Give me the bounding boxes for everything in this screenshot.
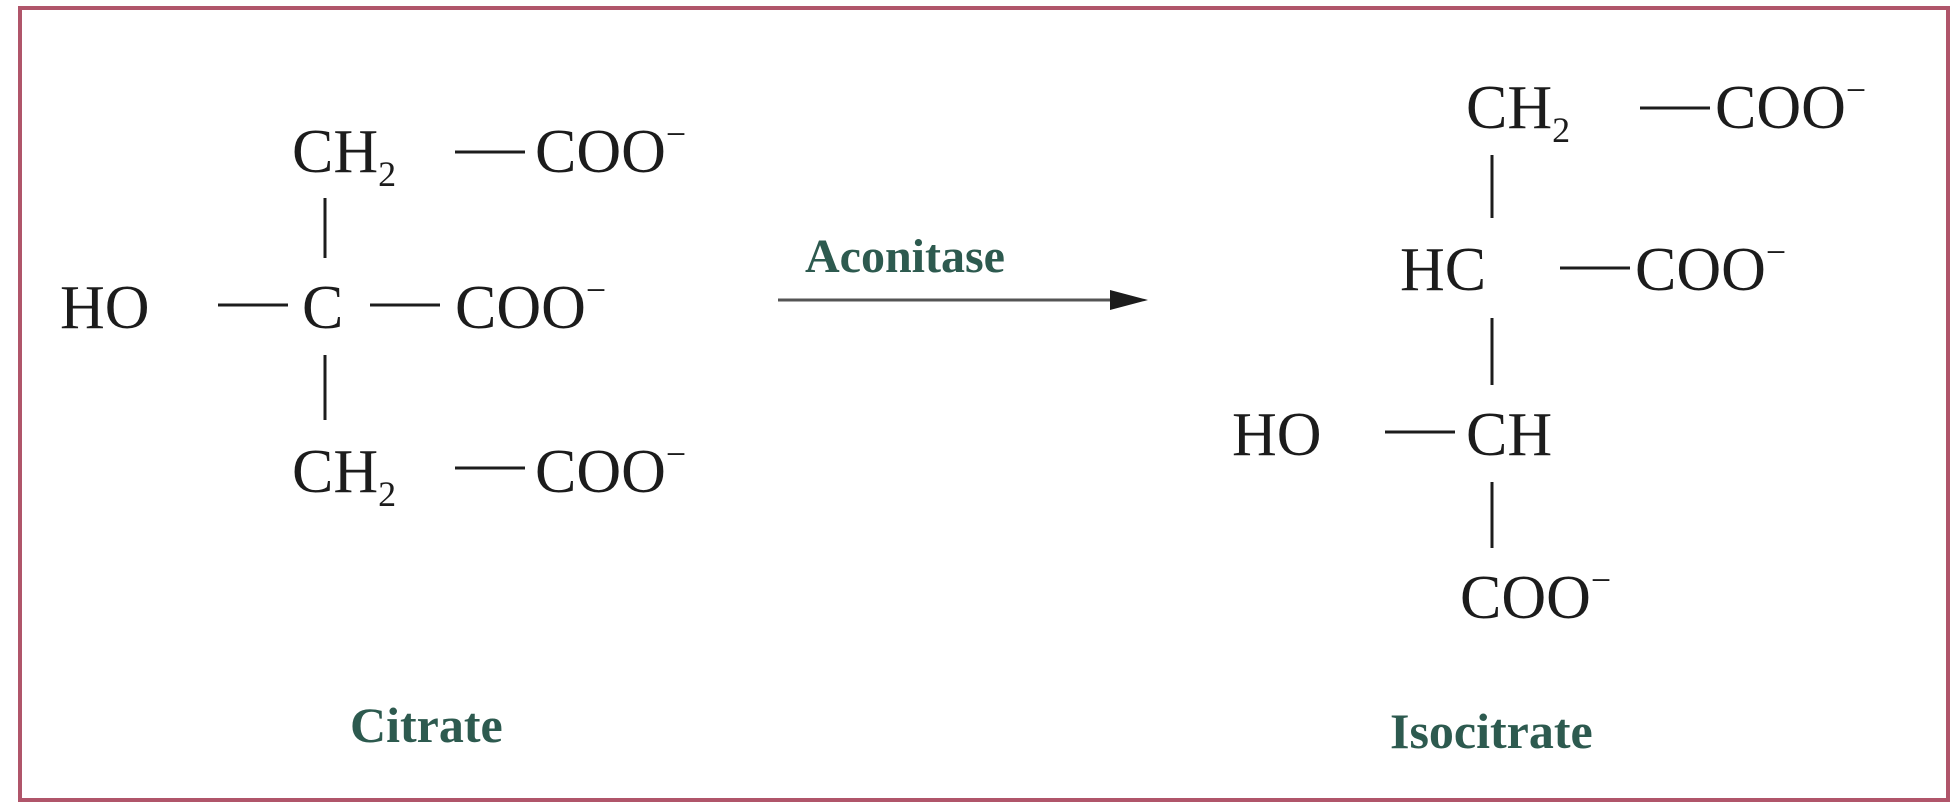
reaction-arrow: Aconitase <box>778 230 1148 310</box>
isocitrate-hc: HC <box>1400 236 1486 304</box>
isocitrate-second-coo: COO− <box>1635 232 1786 304</box>
isocitrate-ho: HO <box>1232 401 1322 469</box>
citrate-top-coo: COO− <box>535 114 686 186</box>
citrate-middle-ho: HO <box>60 274 150 342</box>
citrate-top-ch2: CH2 <box>292 118 396 194</box>
citrate-bottom-ch2: CH2 <box>292 438 396 514</box>
isocitrate-ch: CH <box>1466 401 1552 469</box>
citrate-middle-c: C <box>302 274 343 342</box>
isocitrate-label: Isocitrate <box>1390 703 1593 759</box>
citrate-label: Citrate <box>350 697 503 753</box>
figure-frame <box>18 6 1950 802</box>
citrate-middle-coo: COO− <box>455 270 606 342</box>
isocitrate-top-ch2: CH2 <box>1466 74 1570 150</box>
citrate-bottom-coo: COO− <box>535 434 686 506</box>
arrow-head-icon <box>1110 290 1148 310</box>
isocitrate-structure: CH2 COO− HC COO− HO CH COO− Isocitrate <box>1232 70 1866 759</box>
enzyme-label: Aconitase <box>805 230 1005 283</box>
citrate-structure: CH2 COO− HO C COO− CH2 COO− Citrate <box>60 114 686 753</box>
isocitrate-top-coo: COO− <box>1715 70 1866 142</box>
isocitrate-bottom-coo: COO− <box>1460 560 1611 632</box>
